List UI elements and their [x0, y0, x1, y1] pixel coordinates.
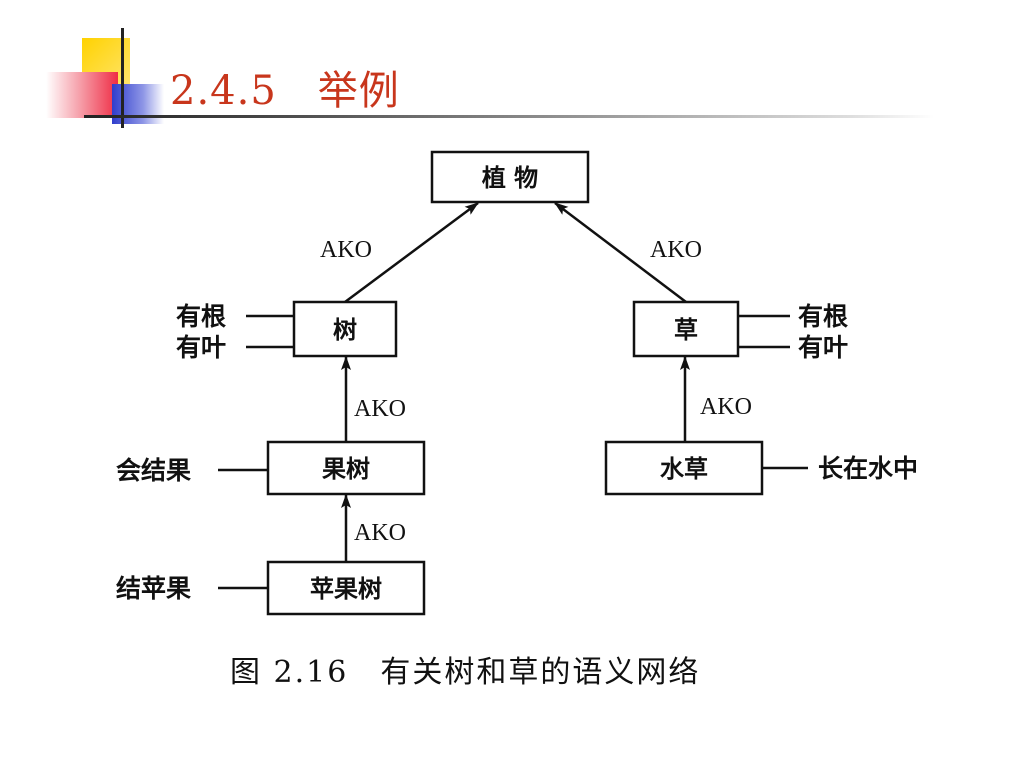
attr-apple-tree-bears-apples: 结苹果: [116, 574, 191, 603]
node-fruit-tree: 果树: [266, 440, 426, 496]
edge-label-water-grass-grass: AKO: [700, 394, 752, 420]
attr-grass-roots: 有根: [798, 302, 848, 331]
node-apple-tree-label: 苹果树: [310, 575, 382, 603]
attr-water-grass-in-water: 长在水中: [818, 454, 918, 483]
node-fruit-tree-label: 果树: [322, 455, 370, 483]
edge-label-apple-tree-fruit-tree: AKO: [354, 520, 406, 546]
edge-label-tree-plant: AKO: [320, 237, 372, 263]
title-underline-rule: [84, 115, 934, 118]
edge-label-fruit-tree-tree: AKO: [354, 396, 406, 422]
attr-grass-leaves: 有叶: [798, 333, 848, 362]
node-tree: 树: [292, 300, 398, 358]
node-water-grass-label: 水草: [660, 455, 708, 483]
node-plant: 植 物: [430, 150, 590, 204]
attr-tree-roots: 有根: [176, 302, 226, 331]
edge-label-grass-plant: AKO: [650, 237, 702, 263]
node-plant-label: 植 物: [482, 164, 538, 192]
arrow-grass-to-plant: [554, 202, 687, 303]
node-apple-tree: 苹果树: [266, 560, 426, 616]
node-grass-label: 草: [674, 316, 698, 344]
figure-caption: 图 2.16 有关树和草的语义网络: [230, 655, 700, 690]
node-tree-label: 树: [333, 316, 357, 344]
slide-title: 2.4.5 举例: [170, 68, 400, 114]
title-decoration-red-block: [46, 72, 118, 118]
title-decoration-vertical-rule: [121, 28, 124, 128]
arrow-tree-to-plant: [344, 201, 479, 304]
attr-tree-leaves: 有叶: [176, 333, 226, 362]
attr-fruit-tree-bears-fruit: 会结果: [116, 456, 191, 485]
node-water-grass: 水草: [604, 440, 764, 496]
node-grass: 草: [632, 300, 740, 358]
